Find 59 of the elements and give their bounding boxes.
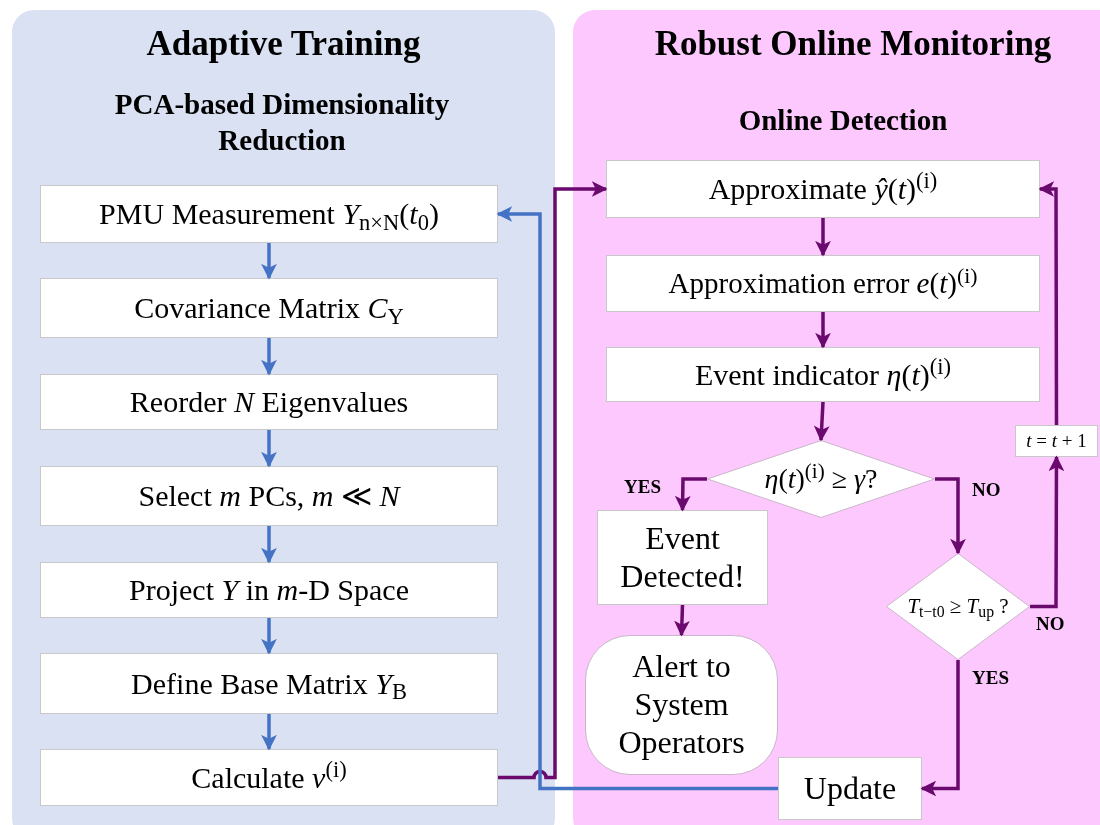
panel-subtitle: PCA-based Dimensionality Reduction <box>113 87 451 158</box>
process-box <box>597 510 768 605</box>
box-text: T$_{t−t0}$ ≥ T$_{up}$ ? <box>907 594 1009 619</box>
box-text: Event indicator η(t)$^{(i)}$ <box>694 356 952 393</box>
panel <box>573 10 1100 825</box>
panel-title: Adaptive Training <box>145 24 422 64</box>
arrow <box>261 618 277 655</box>
arrow <box>261 526 277 564</box>
edge-label: YES <box>972 668 1009 687</box>
edge-label: NO <box>972 480 1001 499</box>
box-text: Approximate ŷ(t)$^{(i)}$ <box>708 171 938 207</box>
box-text: Covariance Matrix C$_{Y}$ <box>134 290 404 326</box>
process-box <box>40 374 498 430</box>
arrow <box>496 206 778 791</box>
process-box <box>40 562 498 618</box>
process-box <box>1015 425 1098 457</box>
decision-diamond <box>707 440 935 518</box>
box-text: Event Detected! <box>619 519 746 596</box>
process-box <box>40 466 498 526</box>
panel-title: Robust Online Monitoring <box>653 24 1053 64</box>
box-text: PMU Measurement Y$_{n×N}$(t$_{0}$) <box>99 196 439 232</box>
box-text: t = t + 1 <box>1026 429 1087 453</box>
arrow <box>920 660 960 797</box>
process-box <box>606 347 1040 402</box>
process-box <box>778 757 922 820</box>
box-text: Select m PCs, m ≪ N <box>138 478 400 514</box>
box-text: Define Base Matrix Y$_{B}$ <box>131 665 407 702</box>
process-box <box>40 749 498 806</box>
arrow <box>1038 181 1059 425</box>
arrow <box>261 243 277 280</box>
panel-subtitle: Online Detection <box>737 103 949 138</box>
box-text: Approximation error e(t)$^{(i)}$ <box>668 266 978 301</box>
process-box <box>40 653 498 714</box>
box-text: Calculate v$^{(i)}$ <box>191 759 347 796</box>
box-text: η(t)$^{(i)}$ ≥ γ? <box>764 462 878 496</box>
process-box <box>606 255 1040 312</box>
box-text: Project Y in m-D Space <box>129 572 409 608</box>
arrow <box>261 714 277 751</box>
decision-diamond <box>886 553 1030 660</box>
arrow <box>261 430 277 468</box>
arrow <box>1030 455 1065 609</box>
arrow <box>674 477 707 512</box>
edge-label: NO <box>1036 614 1065 633</box>
arrow <box>935 477 966 555</box>
arrow <box>813 401 830 442</box>
arrow <box>261 338 277 376</box>
arrow <box>815 218 831 257</box>
panel <box>12 10 555 825</box>
edge-label: YES <box>624 477 661 496</box>
arrow <box>674 604 690 637</box>
process-box <box>40 185 498 243</box>
arrow <box>498 181 608 780</box>
box-text: Reorder N Eigenvalues <box>129 384 409 420</box>
box-text: Alert to System Operators <box>617 648 746 762</box>
terminal-box <box>585 635 778 775</box>
process-box <box>40 278 498 338</box>
process-box <box>606 160 1040 218</box>
box-text: Update <box>803 769 897 808</box>
arrow <box>815 312 831 349</box>
